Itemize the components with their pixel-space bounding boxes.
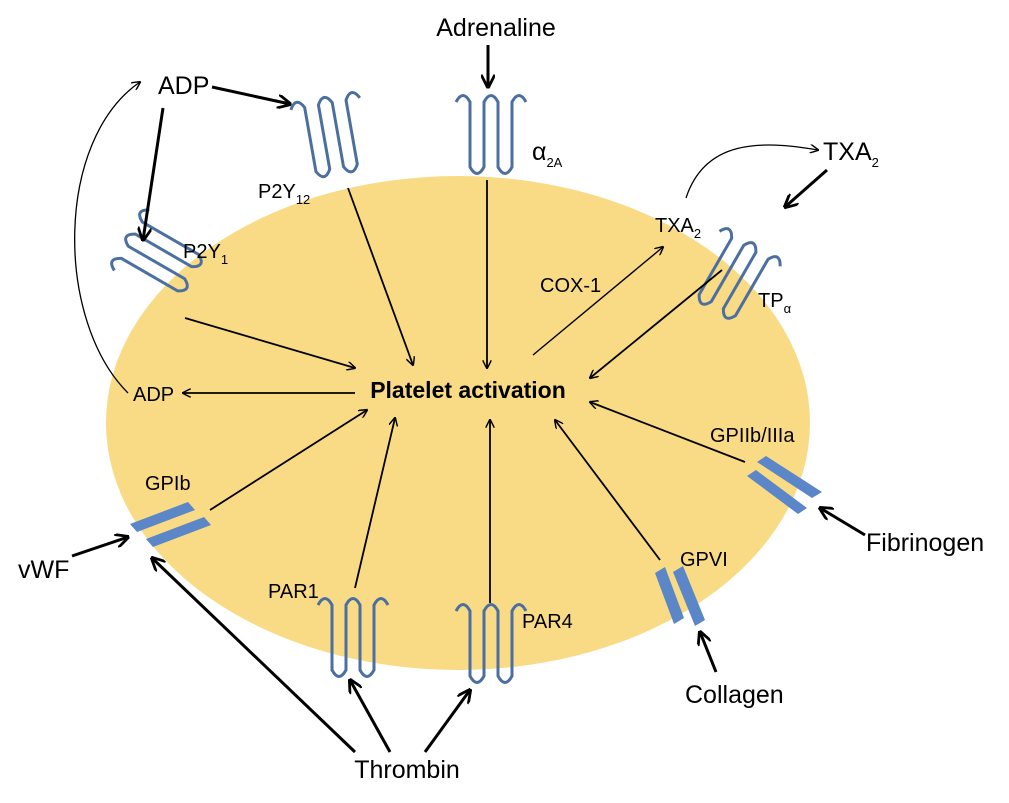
tp-receptor-icon xyxy=(697,227,782,320)
p2y1-receptor-icon xyxy=(110,208,203,293)
txa2-internal-label: TXA2 xyxy=(655,215,701,241)
txa2-external-label: TXA2 xyxy=(823,138,879,170)
arrow-vwf-gpib xyxy=(71,537,128,558)
adrenaline-label: Adrenaline xyxy=(436,14,556,42)
par1-label: PAR1 xyxy=(268,581,319,603)
adp-external-label: ADP xyxy=(158,72,209,100)
p2y1-label: P2Y1 xyxy=(183,241,228,267)
arrow-p2y12-activation xyxy=(347,187,413,365)
p2y12-label: P2Y12 xyxy=(258,181,310,207)
platelet-activation-label: Platelet activation xyxy=(370,377,566,403)
arrow-p2y1-activation xyxy=(184,317,355,368)
fibrinogen-label: Fibrinogen xyxy=(866,529,984,557)
platelet-cell xyxy=(106,176,810,670)
arrow-gpiib-activation xyxy=(590,402,746,463)
gpvi-receptor-icon xyxy=(655,566,705,626)
arrow-thrombin-par4 xyxy=(423,690,470,753)
arrow-gpib-activation xyxy=(209,410,367,511)
par1-receptor-icon xyxy=(316,597,390,678)
adp-internal-label: ADP xyxy=(133,384,174,406)
p2y12-receptor-icon xyxy=(289,91,361,179)
tp-label: TPα xyxy=(758,290,792,316)
arrow-thrombin-par1 xyxy=(350,680,392,753)
arrow-collagen-gpvi xyxy=(700,632,718,673)
arrow-activation-txa2 xyxy=(532,247,663,356)
gpib-receptor-icon xyxy=(130,502,211,547)
cox1-label: COX-1 xyxy=(540,275,601,297)
gpiib-receptor-icon xyxy=(747,456,822,514)
alpha2a-label: α2A xyxy=(532,138,563,170)
gpib-label: GPIb xyxy=(145,473,191,495)
thrombin-label: Thrombin xyxy=(354,756,460,784)
arrow-par1-activation xyxy=(354,418,395,589)
collagen-label: Collagen xyxy=(685,681,784,709)
vwf-label: vWF xyxy=(18,556,69,584)
par4-receptor-icon xyxy=(454,603,528,684)
alpha2a-receptor-icon xyxy=(454,94,528,175)
arrow-tp-activation xyxy=(590,269,723,378)
arrow-fibrinogen-gpiib xyxy=(820,508,866,537)
par4-label: PAR4 xyxy=(522,611,573,633)
arrow-adp-p2y1 xyxy=(143,107,165,240)
gpvi-label: GPVI xyxy=(680,549,728,571)
arrow-adp-feedback xyxy=(74,82,140,394)
arrow-gpvi-activation xyxy=(555,420,661,561)
arrow-txa2-release xyxy=(685,145,818,199)
arrow-txa2-tp xyxy=(785,168,828,207)
arrow-adp-p2y12 xyxy=(211,85,290,104)
gpiib-label: GPIIb/IIIa xyxy=(710,425,795,447)
arrow-thrombin-gpib xyxy=(152,558,357,754)
